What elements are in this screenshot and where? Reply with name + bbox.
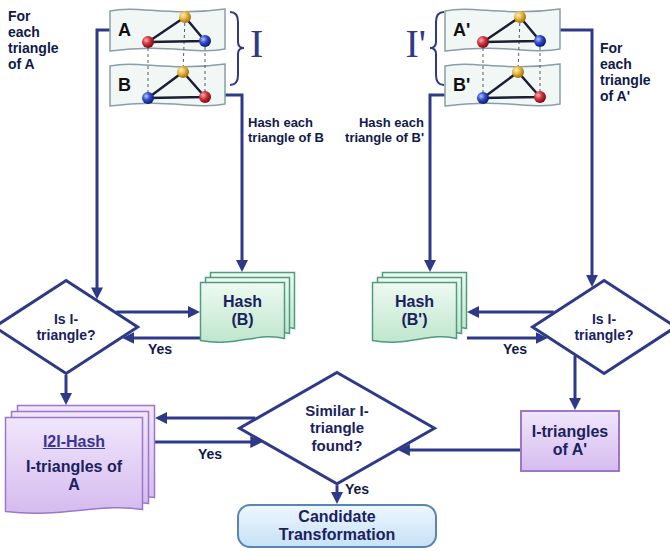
image-sheet: A: [110, 5, 225, 55]
group-brace: [230, 12, 444, 85]
edge-label: Hash each triangle of B': [336, 116, 424, 146]
flow-connector: [336, 485, 339, 498]
flow-connector: [65, 375, 68, 399]
node-content: I2I-HashI-triangles of A: [5, 417, 143, 515]
edge-label: For each triangle of A': [600, 40, 656, 104]
edge-label: Yes: [190, 446, 230, 462]
node-content: B: [118, 60, 158, 110]
decision-diamond: Is I-triangle?: [531, 279, 670, 375]
flow-connector: [574, 356, 577, 404]
sheet-shape: [110, 9, 225, 51]
node-content: Hash (B'): [372, 282, 457, 344]
edge-label: Yes: [345, 481, 381, 497]
edge-label: Yes: [140, 341, 180, 357]
decision-diamond: Similar I-triangle found?: [238, 371, 436, 485]
node-title: Is I-triangle?: [564, 311, 644, 343]
flow-connector: [161, 417, 255, 420]
node-title: I-triangles of A': [526, 423, 614, 460]
edge-label: For each triangle of A: [8, 8, 64, 72]
node-title: A: [118, 20, 131, 41]
stack-page: [373, 283, 457, 343]
vertex-balls: [142, 11, 546, 104]
decision-diamond: Is I-triangle?: [0, 279, 139, 375]
node-title: Candidate Transformation: [272, 508, 402, 545]
image-sheet: B: [110, 60, 225, 110]
node-title: Similar I-triangle found?: [292, 402, 382, 454]
node-title: B: [118, 75, 131, 96]
node-text: I-triangles of A: [24, 458, 124, 495]
flow-connector: [128, 337, 200, 340]
hash-table-stack: Hash (B'): [372, 272, 467, 344]
node-content: Is I-triangle?: [0, 279, 139, 375]
flow-connector: [116, 311, 194, 314]
node-content: B': [453, 60, 493, 110]
sheet-shape: [110, 64, 225, 106]
box-shape: [238, 505, 436, 547]
terminal-box: Candidate Transformation: [237, 504, 437, 548]
group-label: I: [250, 24, 280, 64]
sheet-shape: [445, 9, 560, 51]
node-title: I2I-Hash: [43, 433, 105, 451]
flow-connector: [97, 30, 110, 293]
group-label: I': [390, 24, 426, 64]
hash-table-stack: Hash (B): [200, 272, 295, 344]
node-content: Is I-triangle?: [531, 279, 670, 375]
flow-connector: [560, 30, 592, 281]
result-box: I-triangles of A': [520, 410, 620, 472]
node-content: I-triangles of A': [520, 410, 620, 472]
box-shape: [521, 411, 619, 471]
diamond-shape: [240, 372, 435, 483]
flow-connector: [467, 337, 542, 340]
stack-page: [6, 418, 143, 514]
node-title: Hash (B'): [385, 293, 445, 330]
i2i-hash-stack: I2I-HashI-triangles of A: [5, 405, 155, 515]
flow-connector: [430, 95, 445, 266]
sheet-shape: [445, 64, 560, 106]
node-content: Similar I-triangle found?: [238, 371, 436, 485]
node-title: Is I-triangle?: [26, 311, 106, 343]
flow-connector: [404, 449, 520, 452]
node-title: B': [453, 75, 470, 96]
image-sheet: A': [445, 5, 560, 55]
triangle-edges: [148, 17, 540, 98]
node-title: A': [453, 20, 470, 41]
flow-connector: [225, 95, 242, 266]
node-title: Hash (B): [213, 293, 273, 330]
flow-connector: [155, 441, 256, 444]
edge-label: Hash each triangle of B: [248, 116, 334, 146]
diamond-shape: [0, 281, 138, 374]
node-content: A: [118, 5, 158, 55]
correspondence-dashes: [148, 17, 540, 98]
node-content: Candidate Transformation: [237, 504, 437, 548]
node-content: Hash (B): [200, 282, 285, 344]
diamond-shape: [532, 281, 670, 374]
image-sheet: B': [445, 60, 560, 110]
node-content: A': [453, 5, 493, 55]
stack-page: [201, 283, 285, 343]
edge-label: Yes: [495, 341, 535, 357]
flow-connector: [473, 311, 554, 314]
